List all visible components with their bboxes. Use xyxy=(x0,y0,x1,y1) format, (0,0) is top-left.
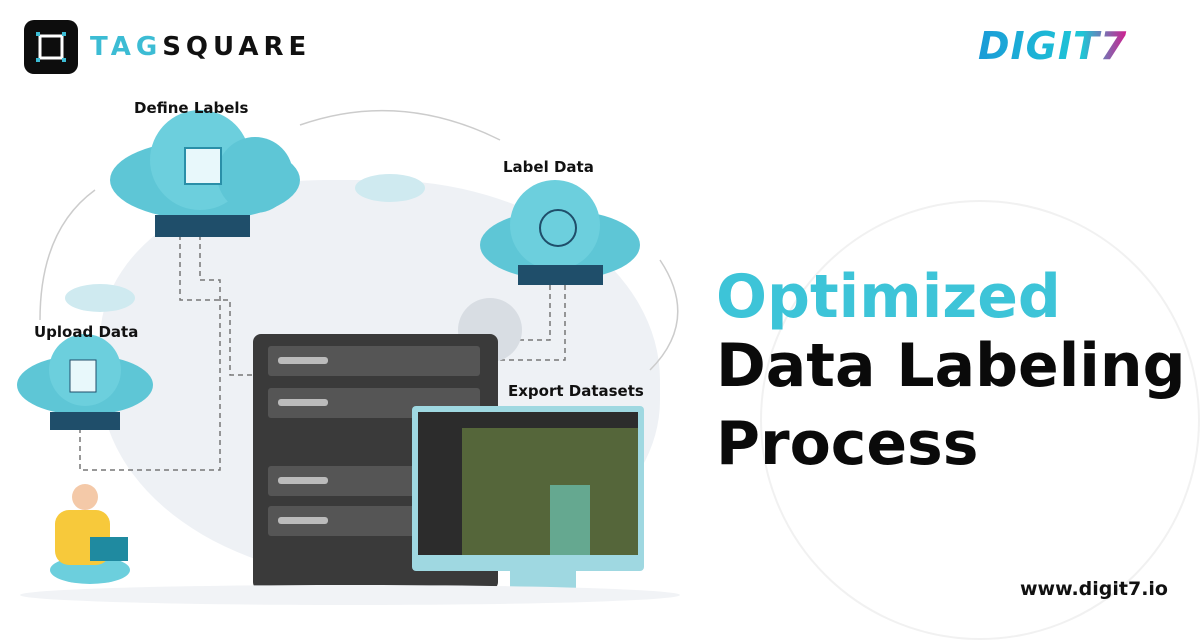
person-with-laptop xyxy=(50,484,130,584)
headline-line1: Optimized xyxy=(716,262,1061,332)
cloud-define-labels xyxy=(110,110,300,237)
cloud-label-data xyxy=(480,180,640,285)
step-export-datasets: Export Datasets xyxy=(508,382,644,400)
process-illustration xyxy=(17,109,680,605)
connector xyxy=(520,285,551,341)
headline-line3: Process xyxy=(716,409,979,479)
logo-part2: SQUARE xyxy=(162,32,312,62)
step-label-data: Label Data xyxy=(503,158,594,176)
step-upload-data: Upload Data xyxy=(34,323,139,341)
connector xyxy=(500,285,566,361)
digit7-logo: DIGIT7 xyxy=(978,24,1128,68)
connector xyxy=(79,235,221,471)
step-define-labels: Define Labels xyxy=(134,99,249,117)
website-link[interactable]: www.digit7.io xyxy=(1020,578,1168,600)
connector xyxy=(179,235,260,376)
tagsquare-logo-text: TAGSQUARE xyxy=(90,32,311,62)
logo-part1: TAG xyxy=(90,32,163,62)
cloud-upload-data xyxy=(17,334,153,430)
monitor xyxy=(412,406,644,593)
tagsquare-logo-icon xyxy=(24,20,78,74)
headline-line2: Data Labeling xyxy=(716,331,1186,401)
